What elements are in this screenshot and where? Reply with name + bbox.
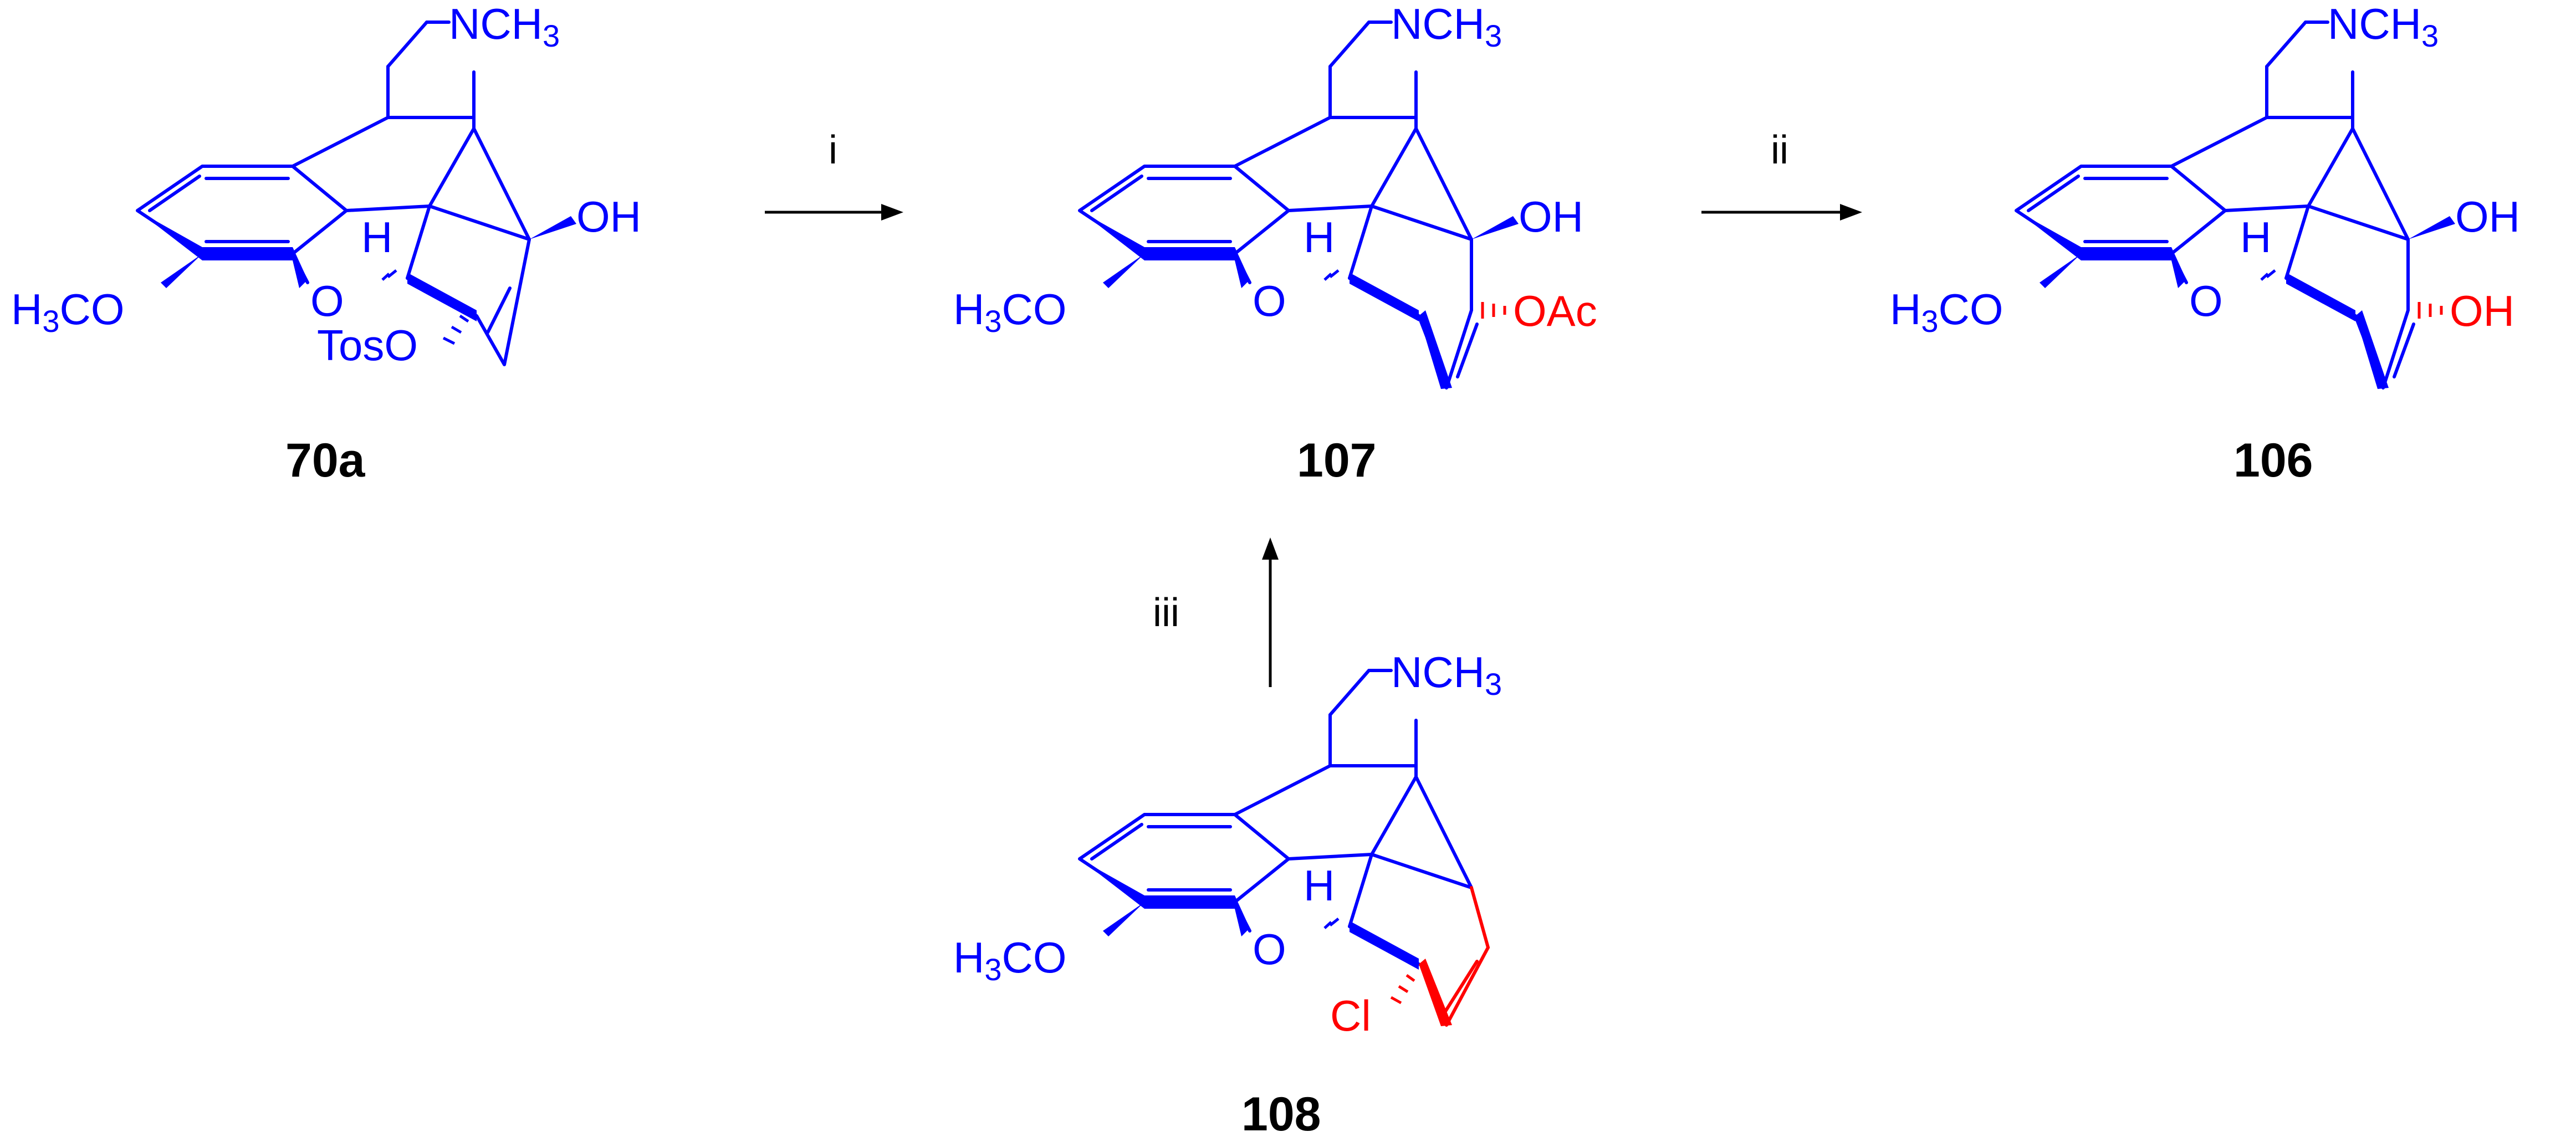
compound-label-108: 108 [1241, 1088, 1321, 1141]
106-nch3-label: NCH3 [2328, 0, 2439, 53]
108-cl-label: Cl [1330, 991, 1371, 1040]
70a-nch3-label: NCH3 [449, 0, 560, 53]
106-h3co-label: H3CO [1890, 285, 2003, 339]
106-h-label: H [2240, 213, 2271, 262]
107-oac-label: OAc [1513, 286, 1597, 335]
107-nch3-label: NCH3 [1391, 0, 1502, 53]
70a-toso-label: TosO [317, 321, 418, 370]
70a-oh-label: OH [576, 192, 641, 241]
107-h-label: H [1304, 213, 1335, 262]
compound-107: NCH3 OH H O H3CO OAc 107 [953, 0, 1597, 487]
arrow-step-iii: iii [1153, 537, 1279, 687]
70a-h3co-label: H3CO [11, 285, 125, 339]
arrow-step-i: i [765, 128, 903, 221]
70a-h-label: H [361, 213, 392, 262]
108-h-label: H [1304, 861, 1335, 910]
reagent-i-label: i [829, 128, 837, 172]
108-nch3-label: NCH3 [1391, 648, 1502, 701]
107-h3co-label: H3CO [953, 285, 1067, 339]
106-enol-oh-label: OH [2450, 286, 2514, 335]
108-o-label: O [1253, 925, 1286, 974]
reagent-iii-label: iii [1153, 591, 1179, 635]
108-h3co-label: H3CO [953, 933, 1067, 987]
compound-106: NCH3 OH H O H3CO OH 106 [1890, 0, 2520, 487]
107-oh-label: OH [1519, 192, 1583, 241]
compound-70a: NCH3 OH H O H3CO TosO 70a [11, 0, 641, 487]
compound-label-107: 107 [1297, 434, 1377, 487]
compound-label-106: 106 [2233, 434, 2313, 487]
arrow-step-ii: ii [1701, 128, 1862, 221]
compound-label-70a: 70a [285, 434, 366, 487]
reagent-ii-label: ii [1771, 128, 1788, 172]
106-oh-label: OH [2455, 192, 2520, 241]
107-o-label: O [1253, 276, 1286, 325]
70a-o-label: O [310, 276, 344, 325]
106-o-label: O [2189, 276, 2223, 325]
compound-108: NCH3 H O H3CO Cl 108 [953, 648, 1502, 1141]
